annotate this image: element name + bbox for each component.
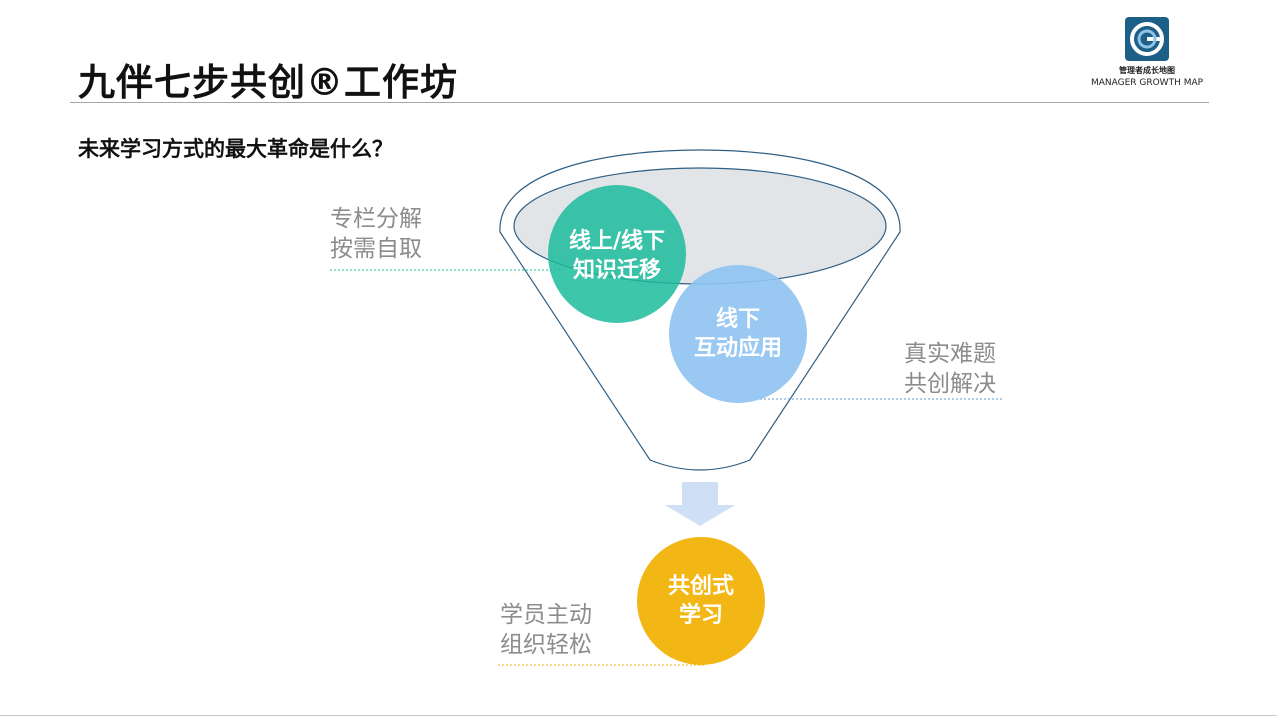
circle-result: [637, 537, 765, 665]
bottom-divider: [0, 715, 1277, 716]
circle-result-line1: 共创式: [667, 574, 734, 599]
circle-online-line2: 知识迁移: [572, 258, 661, 283]
circle-offline: [669, 265, 807, 403]
label-left-bottom-line2: 组织轻松: [500, 632, 592, 658]
label-left-top-line2: 按需自取: [330, 236, 422, 262]
circle-offline-line1: 线下: [715, 307, 760, 332]
title-divider: [70, 102, 1209, 103]
label-left-bottom-line1: 学员主动: [500, 602, 592, 628]
circle-result-text: 共创式 学习: [637, 572, 765, 630]
g-logo-icon: [1125, 17, 1169, 61]
circle-result-line2: 学习: [678, 603, 723, 628]
circle-online-line1: 线上/线下: [568, 229, 666, 254]
label-left-top-line1: 专栏分解: [330, 206, 422, 232]
label-left-top: 专栏分解 按需自取: [330, 204, 422, 264]
page-title: 九伴七步共创®工作坊: [78, 61, 458, 104]
circle-online-text: 线上/线下 知识迁移: [548, 227, 686, 285]
label-right-line1: 真实难题: [904, 341, 996, 367]
down-arrow: [665, 482, 735, 526]
label-right-line2: 共创解决: [904, 371, 996, 397]
circle-offline-line2: 互动应用: [693, 336, 782, 361]
logo-cn-text: 管理者成长地图: [1119, 66, 1175, 75]
label-left-bottom: 学员主动 组织轻松: [500, 600, 592, 660]
label-right: 真实难题 共创解决: [904, 339, 996, 399]
logo-en-text: MANAGER GROWTH MAP: [1090, 78, 1204, 88]
question-heading: 未来学习方式的最大革命是什么？: [78, 137, 393, 161]
circle-online: [548, 185, 686, 323]
circle-offline-text: 线下 互动应用: [669, 305, 807, 363]
